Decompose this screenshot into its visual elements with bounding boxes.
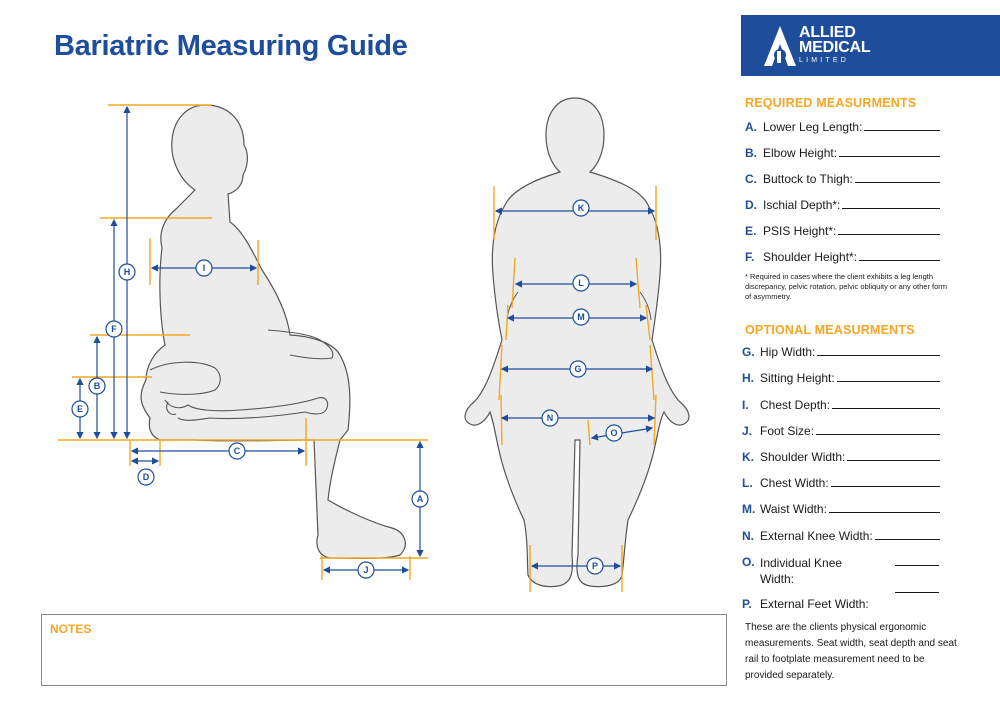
optional-row-k[interactable]: K.Shoulder Width: — [742, 448, 940, 464]
optional-row-p[interactable]: P.External Feet Width: — [742, 597, 869, 611]
marker-p: P — [586, 557, 604, 575]
required-heading: REQUIRED MEASURMENTS — [745, 96, 917, 110]
svg-text:K: K — [578, 203, 585, 213]
marker-e: E — [71, 400, 89, 418]
svg-text:B: B — [94, 381, 101, 391]
logo-text-line3: LIMITED — [799, 57, 850, 64]
seated-side-figure — [140, 104, 406, 559]
optional-row-o[interactable]: O. Individual Knee Width: — [742, 555, 940, 593]
marker-h: H — [118, 263, 136, 281]
marker-d: D — [137, 468, 155, 486]
marker-k: K — [572, 199, 590, 217]
svg-text:A: A — [417, 494, 424, 504]
marker-n: N — [541, 409, 559, 427]
svg-text:F: F — [111, 324, 117, 334]
logo-mark-icon — [764, 26, 796, 66]
marker-c: C — [228, 442, 246, 460]
optional-row-i[interactable]: I.Chest Depth: — [742, 396, 940, 412]
page-title: Bariatric Measuring Guide — [54, 30, 408, 62]
marker-j: J — [357, 561, 375, 579]
required-row-e[interactable]: E.PSIS Height*: — [745, 222, 940, 238]
svg-text:M: M — [577, 312, 585, 322]
optional-row-m[interactable]: M.Waist Width: — [742, 500, 940, 516]
seated-reference-lines — [58, 104, 428, 580]
marker-o: O — [605, 424, 623, 442]
required-row-a[interactable]: A.Lower Leg Length: — [745, 118, 940, 134]
marker-b: B — [88, 377, 106, 395]
svg-text:O: O — [610, 428, 617, 438]
required-row-c[interactable]: C.Buttock to Thigh: — [745, 170, 940, 186]
svg-text:N: N — [547, 413, 554, 423]
optional-row-n[interactable]: N.External Knee Width: — [742, 527, 940, 543]
svg-text:L: L — [578, 278, 584, 288]
notes-box[interactable]: NOTES — [41, 614, 727, 686]
required-footnote: * Required in cases where the client exh… — [745, 272, 948, 301]
svg-text:I: I — [203, 263, 206, 273]
marker-l: L — [572, 274, 590, 292]
front-reference-lines — [493, 186, 657, 592]
required-row-f[interactable]: F.Shoulder Height*: — [745, 248, 940, 264]
footer-note: These are the clients physical ergonomic… — [745, 622, 957, 681]
optional-heading: OPTIONAL MEASURMENTS — [745, 323, 915, 337]
marker-m: M — [572, 308, 590, 326]
standing-front-figure — [464, 97, 690, 588]
svg-text:D: D — [143, 472, 150, 482]
svg-text:E: E — [77, 404, 83, 414]
optional-row-g[interactable]: G.Hip Width: — [742, 343, 940, 359]
svg-text:P: P — [592, 561, 598, 571]
required-row-b[interactable]: B.Elbow Height: — [745, 144, 940, 160]
svg-text:C: C — [234, 446, 241, 456]
optional-row-l[interactable]: L.Chest Width: — [742, 474, 940, 490]
marker-i: I — [195, 259, 213, 277]
svg-text:J: J — [363, 565, 368, 575]
marker-g: G — [569, 360, 587, 378]
optional-row-h[interactable]: H.Sitting Height: — [742, 369, 940, 385]
svg-text:H: H — [124, 267, 131, 277]
marker-f: F — [105, 320, 123, 338]
notes-label: NOTES — [50, 622, 92, 636]
required-row-d[interactable]: D.Ischial Depth*: — [745, 196, 940, 212]
body-diagrams: .fig{fill:#ececec;stroke:#555;stroke-wid… — [58, 97, 690, 592]
optional-row-j[interactable]: J.Foot Size: — [742, 422, 940, 438]
svg-text:G: G — [574, 364, 581, 374]
marker-a: A — [411, 490, 429, 508]
